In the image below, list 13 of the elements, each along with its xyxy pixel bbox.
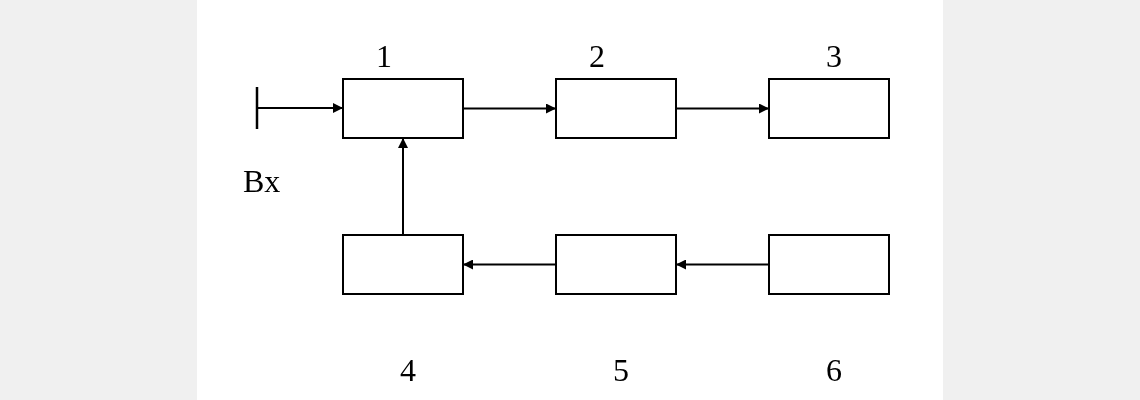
arrow — [463, 103, 556, 114]
input-label: Bx — [243, 165, 281, 197]
block-number: 4 — [400, 354, 416, 386]
block-number: 3 — [826, 40, 842, 72]
arrow — [255, 87, 343, 129]
block-number: 2 — [589, 40, 605, 72]
block-number: 1 — [376, 40, 392, 72]
arrow — [676, 259, 769, 270]
arrow — [398, 138, 408, 235]
block-number: 6 — [826, 354, 842, 386]
arrow — [676, 103, 769, 114]
arrow — [463, 259, 556, 270]
block-number: 5 — [613, 354, 629, 386]
